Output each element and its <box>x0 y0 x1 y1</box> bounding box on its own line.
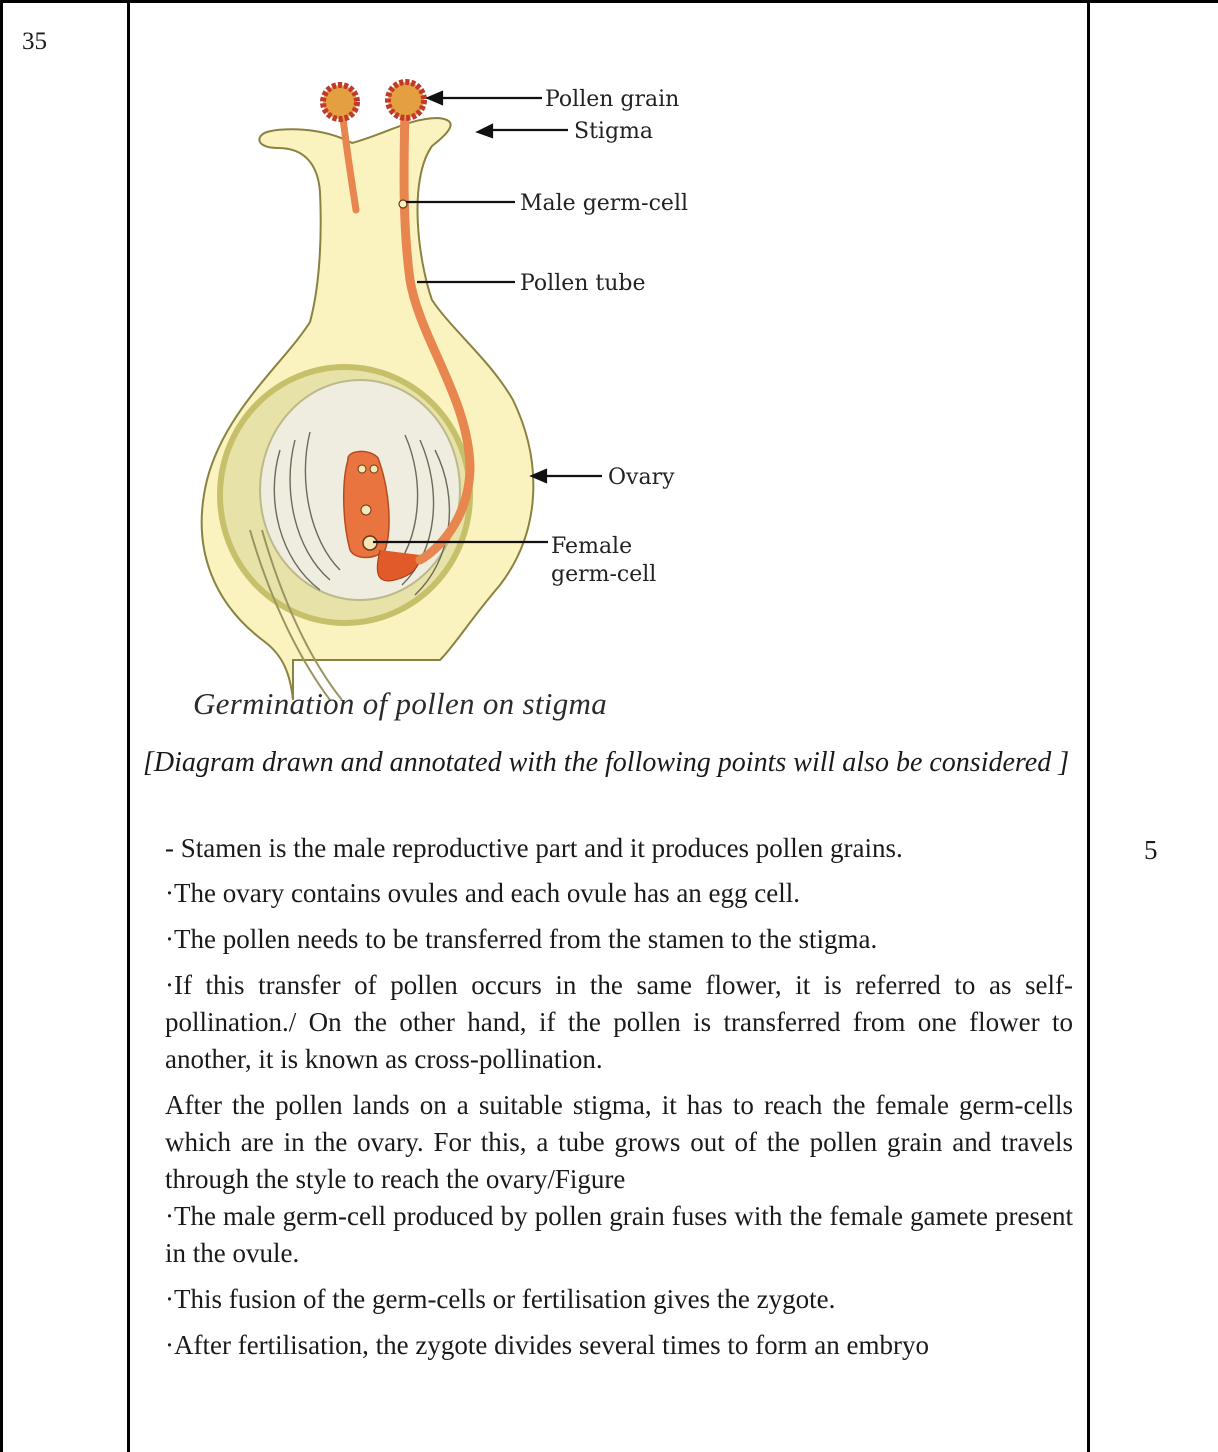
male-germ-cell <box>399 200 407 208</box>
diagram-labels: Pollen grain Stigma Male germ-cell Polle… <box>520 87 688 587</box>
figure-caption: Germination of pollen on stigma <box>193 686 607 722</box>
label-pollen-grain: Pollen grain <box>545 87 679 112</box>
answer-point: ·The pollen needs to be transferred from… <box>165 921 1073 958</box>
label-pollen-tube: Pollen tube <box>520 271 646 296</box>
answer-point: - Stamen is the male reproductive part a… <box>165 830 1073 867</box>
label-male-germ-cell: Male germ-cell <box>520 191 688 216</box>
answer-point: ·The ovary contains ovules and each ovul… <box>165 875 1073 912</box>
answer-point: ·If this transfer of pollen occurs in th… <box>165 967 1073 1078</box>
table-top-border <box>0 0 1218 3</box>
diagram-note: [Diagram drawn and annotated with the fo… <box>143 742 1073 783</box>
pollen-germination-diagram: Pollen grain Stigma Male germ-cell Polle… <box>170 60 810 740</box>
polar-nucleus <box>361 505 371 515</box>
table-column-divider-1 <box>127 0 130 1452</box>
table-left-border <box>0 0 3 1452</box>
label-germ-cell: germ-cell <box>551 562 656 587</box>
antipodal-cell <box>370 465 378 473</box>
marks-value: 5 <box>1144 835 1158 866</box>
antipodal-cell <box>358 465 366 473</box>
table-column-divider-2 <box>1087 0 1090 1452</box>
label-ovary: Ovary <box>608 465 675 490</box>
answer-point: After the pollen lands on a suitable sti… <box>165 1087 1073 1198</box>
answer-point: ·This fusion of the germ-cells or fertil… <box>165 1281 1073 1318</box>
label-stigma: Stigma <box>574 119 653 144</box>
answer-points: - Stamen is the male reproductive part a… <box>165 830 1073 1364</box>
answer-point: ·The male germ-cell produced by pollen g… <box>165 1198 1073 1272</box>
label-female: Female <box>551 534 632 559</box>
answer-point: ·After fertilisation, the zygote divides… <box>165 1327 1073 1364</box>
question-number: 35 <box>22 28 47 56</box>
pollen-grain-right <box>388 82 424 118</box>
pollen-grain-left <box>323 85 357 119</box>
